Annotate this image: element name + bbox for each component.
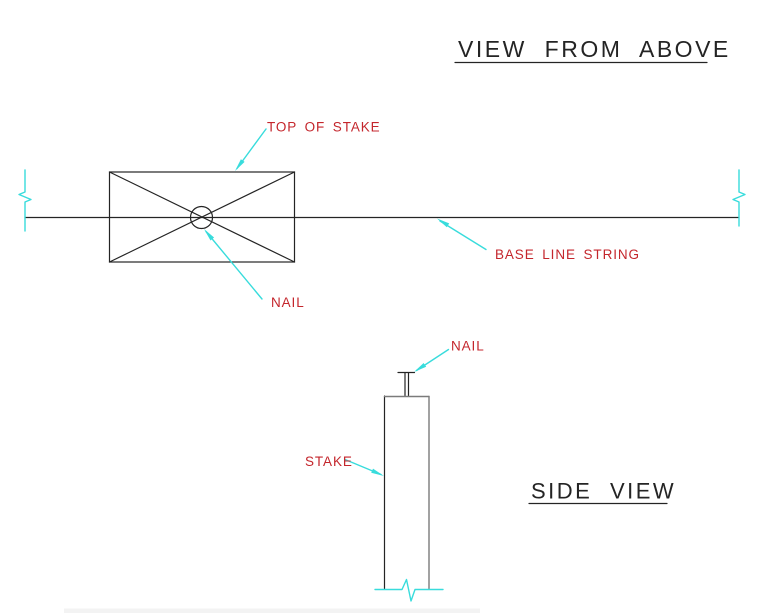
stake-top-diagonal-2 (108, 171, 296, 263)
label-nail-plan: NAIL (271, 295, 305, 310)
leader-line-nail-plan (205, 230, 263, 300)
label-top-of-stake: TOP OF STAKE (267, 120, 381, 135)
label-base-line-string: BASE LINE STRING (495, 247, 640, 262)
label-stake: STAKE (305, 454, 353, 469)
top-view-title: VIEW FROM ABOVE (458, 36, 731, 62)
arrowhead-base-line-string (437, 218, 450, 228)
black-linework (24, 61, 740, 590)
leader-arrowheads (204, 159, 450, 476)
arrowhead-nail-side (414, 363, 427, 372)
break-symbol-bottom (374, 578, 444, 602)
scan-edge-artifact (64, 608, 480, 613)
gray-linework (383, 395, 430, 590)
stake-top-rect (108, 171, 296, 263)
arrowhead-stake (371, 468, 384, 476)
break-symbol-left (18, 169, 32, 232)
cyan-linework (18, 128, 746, 602)
side-view-title: SIDE VIEW (531, 479, 676, 504)
label-nail-side: NAIL (451, 339, 485, 354)
break-symbol-right (732, 169, 746, 227)
arrowhead-top-of-stake (235, 159, 245, 171)
nail-circle (189, 205, 214, 230)
arrowhead-nail-plan (204, 229, 215, 241)
